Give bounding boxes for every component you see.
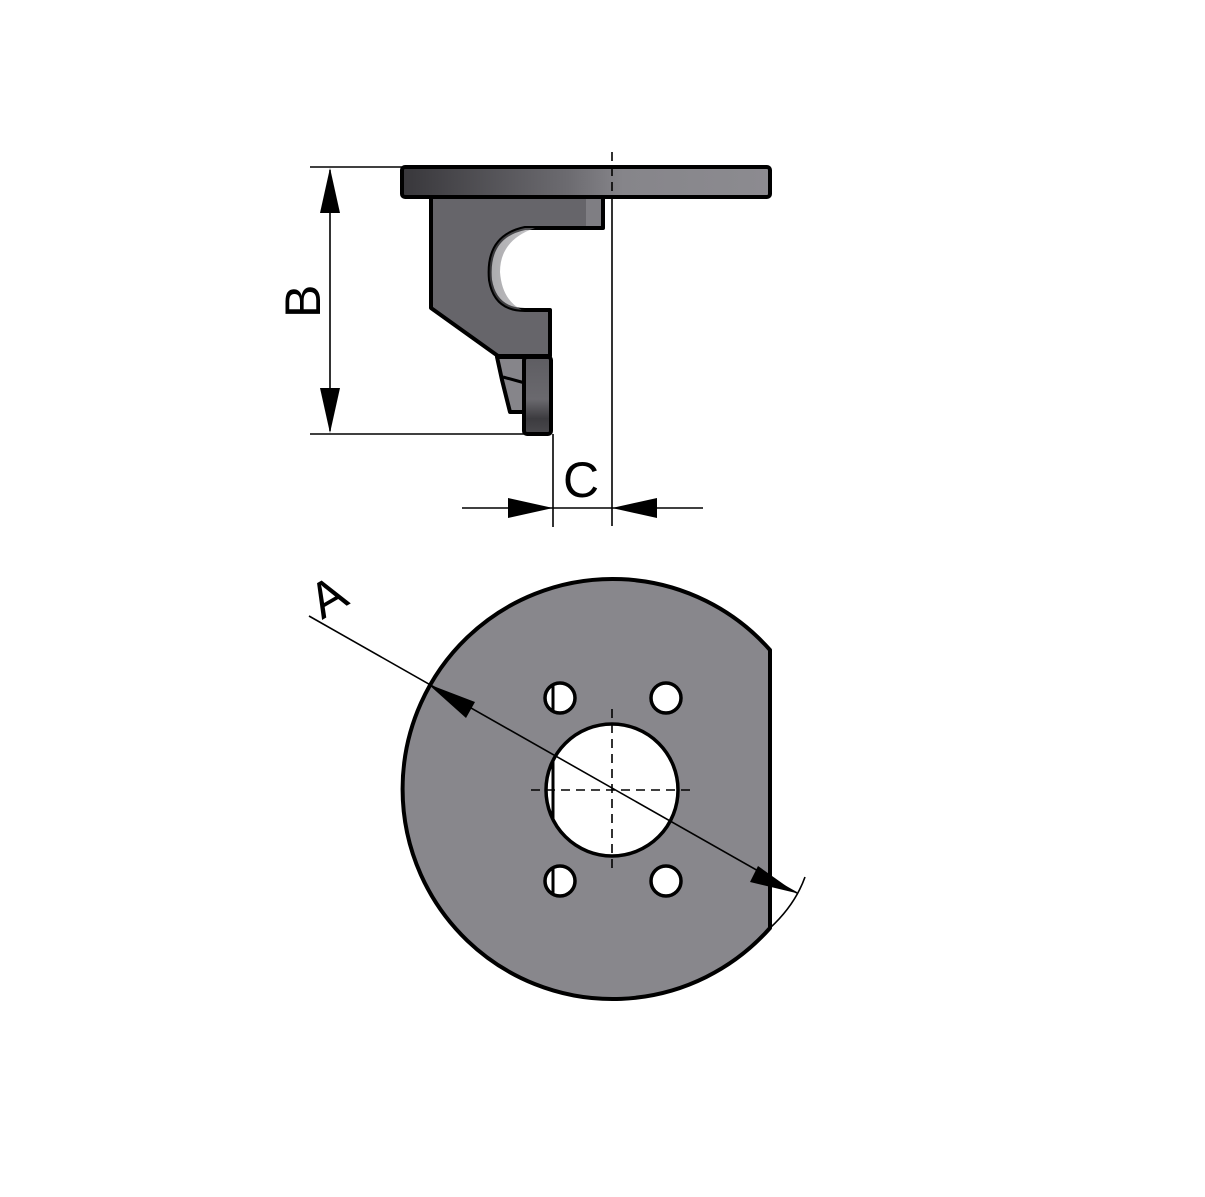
dim-a-arc-extension — [769, 876, 806, 929]
bracket-web-edge — [502, 375, 526, 385]
dim-a-line — [308, 615, 798, 894]
side-view: B C — [275, 152, 772, 527]
dim-a-arrow-lower-icon — [750, 866, 796, 893]
hook-top-shade — [586, 198, 601, 226]
bolt-hole-bottom-left — [543, 864, 577, 898]
dimension-c: C — [462, 434, 703, 527]
top-view: A — [300, 564, 806, 1001]
bolt-hole-top-right — [649, 681, 683, 715]
bracket-body — [429, 194, 605, 358]
hook-inner-shading — [489, 228, 535, 310]
top-flange-plate — [400, 165, 772, 199]
dim-c-arrow-left-icon — [612, 498, 657, 518]
dim-b-arrow-down-icon — [320, 388, 340, 433]
dim-a-label: A — [300, 564, 357, 629]
dimension-b: B — [275, 166, 524, 435]
dim-c-label: C — [563, 452, 599, 508]
bolt-hole-bottom-right — [649, 864, 683, 898]
bracket-lower-tab — [522, 355, 553, 436]
dim-a-arrow-upper-icon — [428, 684, 475, 718]
dim-b-arrow-up-icon — [320, 168, 340, 213]
dim-c-arrow-right-icon — [508, 498, 553, 518]
dim-b-label: B — [275, 285, 331, 318]
bolt-hole-top-left — [543, 681, 577, 715]
bracket-web — [495, 355, 527, 414]
